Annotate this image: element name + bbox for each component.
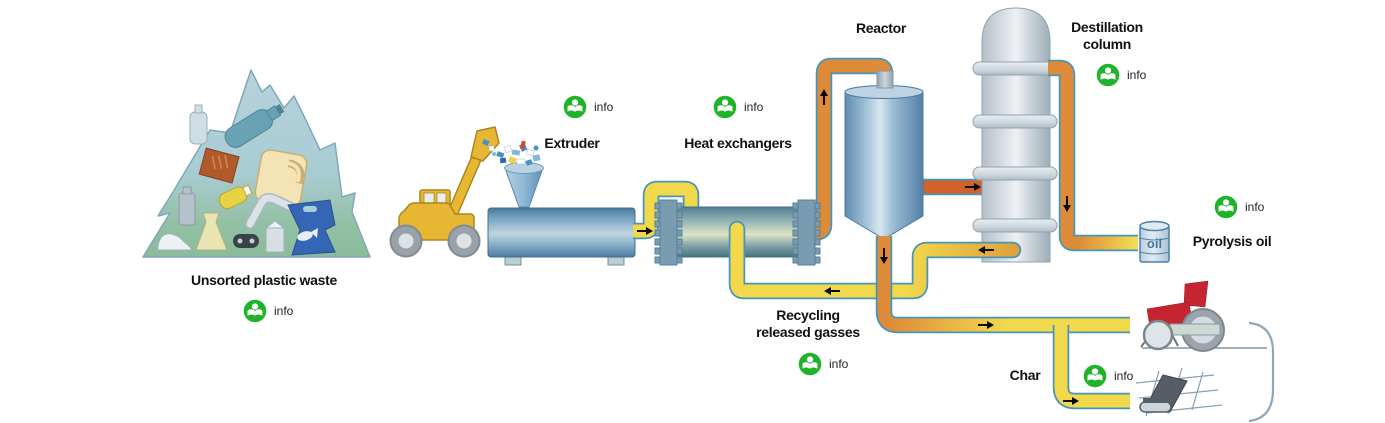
asphalt-paver-icon — [1135, 367, 1223, 417]
waste-carton — [264, 220, 286, 253]
label-heat-exchangers: Heat exchangers — [684, 135, 792, 151]
info-button-heat-exchangers[interactable]: info — [713, 95, 763, 119]
waste-bag-blue — [287, 199, 336, 256]
road-roller-icon — [1140, 280, 1267, 352]
info-icon — [1083, 364, 1107, 388]
hx-right-flange — [792, 199, 821, 266]
pipe-column-to-barrel — [1048, 59, 1138, 252]
label-recycling-line1: Recycling — [776, 307, 840, 323]
label-char: Char — [1009, 367, 1041, 383]
waste-jug — [254, 149, 308, 208]
waste-shoe — [157, 233, 193, 251]
label-pyrolysis-oil: Pyrolysis oil — [1192, 233, 1272, 249]
label-reactor: Reactor — [855, 20, 907, 36]
hx-left-flange — [654, 199, 683, 266]
destillation-column — [972, 7, 1058, 263]
reactor-nozzle — [876, 70, 894, 89]
label-recycling-released-gasses: Recycling released gasses — [718, 307, 898, 341]
reactor-vessel — [844, 70, 924, 240]
barrel-oil-text: oil — [1146, 236, 1163, 251]
info-button-label: info — [1245, 200, 1265, 214]
info-button-label: info — [744, 100, 764, 114]
label-destillation-column: Destillation column — [1047, 19, 1167, 53]
waste-box-brown — [198, 147, 240, 184]
waste-bottle-teal — [224, 104, 285, 148]
info-button-label: info — [829, 357, 849, 371]
column-ring — [972, 166, 1058, 181]
info-icon — [798, 352, 822, 376]
info-button-char[interactable]: info — [1083, 364, 1133, 388]
flow-arrows — [637, 89, 1079, 405]
info-button-label: info — [594, 100, 614, 114]
waste-pile — [142, 69, 371, 258]
column-ring — [972, 61, 1058, 76]
outputs-bracket — [1248, 321, 1275, 423]
label-destillation-line1: Destillation — [1071, 19, 1143, 35]
plastic-scraps — [482, 138, 541, 166]
label-destillation-line2: column — [1083, 36, 1131, 52]
waste-dress — [195, 212, 228, 251]
loader-tractor — [389, 126, 500, 258]
waste-controller — [233, 234, 259, 248]
waste-tube — [245, 193, 296, 229]
column-ring — [972, 218, 1058, 233]
info-button-extruder[interactable]: info — [563, 95, 613, 119]
info-button-pyrolysis-oil[interactable]: info — [1214, 195, 1264, 219]
info-icon — [563, 95, 587, 119]
info-icon — [243, 299, 267, 323]
info-icon — [1214, 195, 1238, 219]
info-button-unsorted-plastic-waste[interactable]: info — [243, 299, 293, 323]
info-button-label: info — [274, 304, 294, 318]
oil-barrel — [1139, 220, 1170, 263]
info-button-label: info — [1127, 68, 1147, 82]
info-button-destillation-column[interactable]: info — [1096, 63, 1146, 87]
info-button-label: info — [1114, 369, 1134, 383]
waste-bottle-yellow — [218, 184, 253, 210]
label-recycling-line2: released gasses — [756, 324, 860, 340]
waste-spray-can — [178, 186, 196, 226]
info-button-recycling-released-gasses[interactable]: info — [798, 352, 848, 376]
extruder-machine — [487, 207, 636, 266]
waste-bottle-white — [189, 104, 208, 145]
extruder-funnel — [482, 138, 544, 208]
label-extruder: Extruder — [544, 135, 600, 151]
pipe-recycling-gasses — [728, 220, 1022, 300]
info-icon — [713, 95, 737, 119]
column-ring — [972, 114, 1058, 129]
info-icon — [1096, 63, 1120, 87]
pipe-hx-to-reactor — [806, 57, 894, 241]
label-unsorted-plastic-waste: Unsorted plastic waste — [191, 272, 337, 288]
